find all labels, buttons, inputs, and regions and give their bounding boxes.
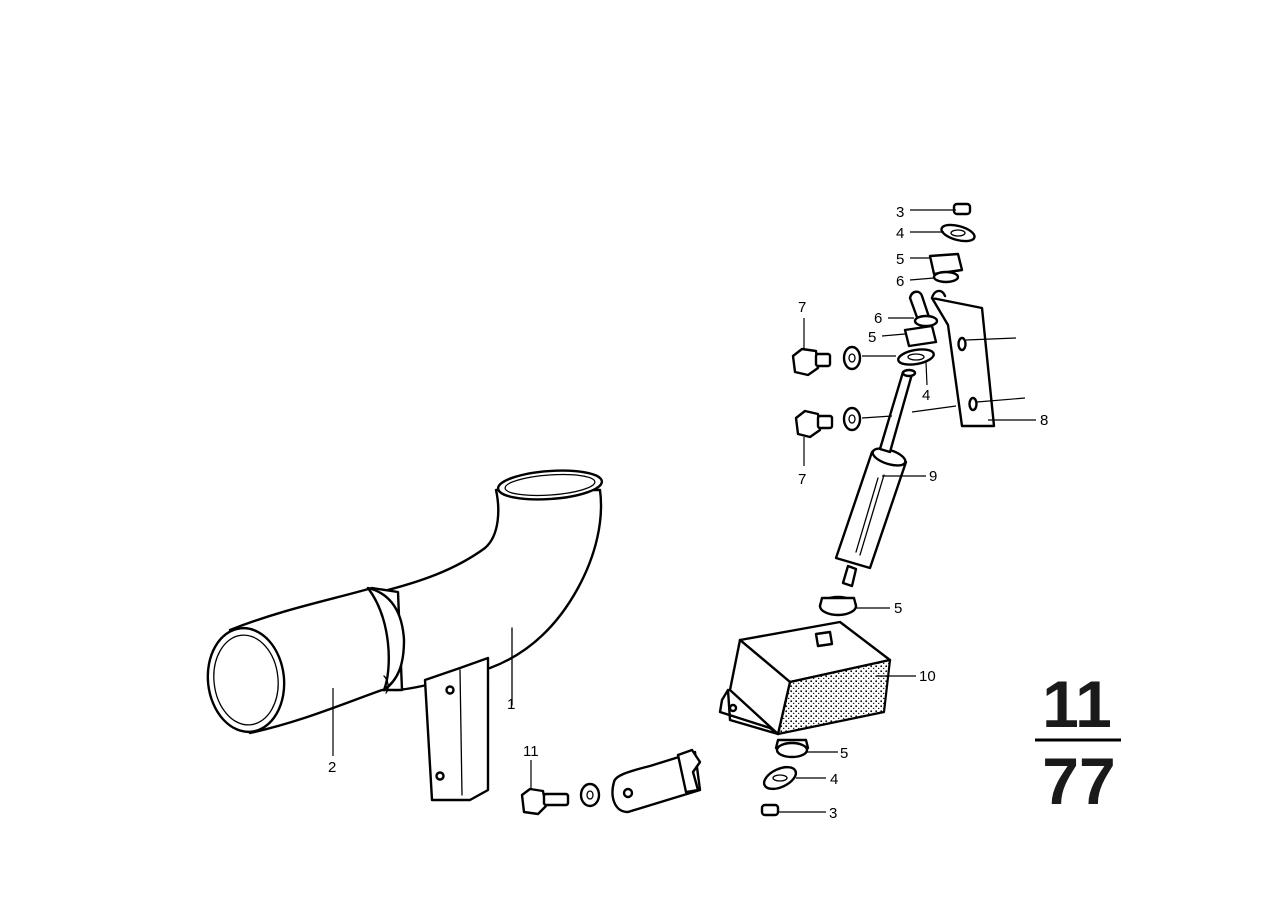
callout-11: 11 bbox=[523, 743, 539, 760]
callout-8: 8 bbox=[1040, 412, 1048, 429]
page-number: 77 bbox=[1042, 744, 1115, 818]
callout-5-block-top: 5 bbox=[894, 600, 902, 617]
callout-4-mid: 4 bbox=[922, 387, 930, 404]
upper-fastener-stack bbox=[897, 202, 976, 366]
lower-fastener-stack bbox=[760, 738, 810, 817]
callout-9: 9 bbox=[929, 468, 937, 485]
pipe-bracket bbox=[423, 656, 490, 802]
group-number: 11 bbox=[1042, 667, 1112, 741]
callout-3-top: 3 bbox=[896, 204, 904, 221]
callout-5-top: 5 bbox=[896, 251, 904, 268]
bolt-lower bbox=[794, 405, 957, 439]
callout-4-bottom: 4 bbox=[830, 771, 838, 788]
leader-lines bbox=[332, 209, 1036, 813]
callout-2: 2 bbox=[328, 759, 336, 776]
callout-4-top: 4 bbox=[896, 225, 904, 242]
muffler-pipe-part bbox=[206, 586, 406, 735]
callout-6-top: 6 bbox=[896, 273, 904, 290]
bolt-upper bbox=[791, 345, 896, 377]
bushing-middle bbox=[818, 595, 858, 617]
damper-part bbox=[834, 368, 917, 588]
callout-7-upper: 7 bbox=[798, 299, 806, 316]
rubber-block-part bbox=[718, 620, 892, 736]
page-number-block: 11 77 bbox=[1035, 667, 1121, 818]
callout-5-bottom: 5 bbox=[840, 745, 848, 762]
callout-7-lower: 7 bbox=[798, 471, 806, 488]
callout-5-mid: 5 bbox=[868, 329, 876, 346]
bolt-11-assembly bbox=[520, 748, 702, 816]
callout-10: 10 bbox=[919, 668, 936, 685]
callout-6-mid: 6 bbox=[874, 310, 882, 327]
callout-1: 1 bbox=[507, 696, 515, 713]
callout-labels: 1 2 3 4 5 6 7 6 5 4 7 8 9 5 10 5 4 3 11 bbox=[328, 204, 1048, 822]
callout-3-bottom: 3 bbox=[829, 805, 837, 822]
